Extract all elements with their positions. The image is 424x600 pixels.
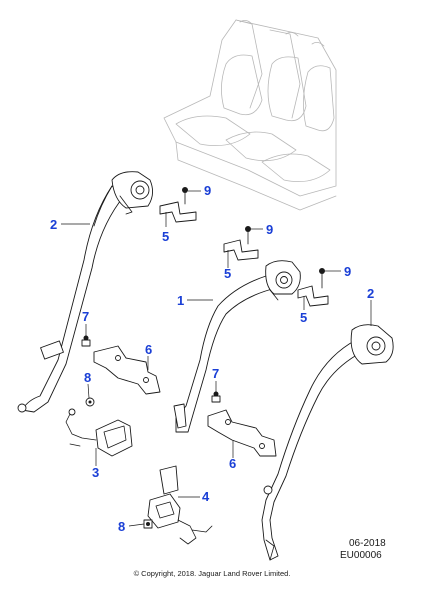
anchor-bracket-b bbox=[223, 226, 259, 261]
diagram-code: EU00006 bbox=[340, 550, 382, 561]
bolt-7b bbox=[211, 391, 221, 403]
callout-5-a: 5 bbox=[162, 229, 169, 244]
callout-2-right: 2 bbox=[367, 286, 374, 301]
callout-9-b: 9 bbox=[266, 222, 273, 237]
callout-1: 1 bbox=[177, 293, 184, 308]
callout-9-c: 9 bbox=[344, 264, 351, 279]
mounting-plate-right bbox=[207, 409, 277, 457]
callout-6-right: 6 bbox=[229, 456, 236, 471]
callout-3: 3 bbox=[92, 465, 99, 480]
callout-7-left: 7 bbox=[82, 309, 89, 324]
diagram-date: 06-2018 bbox=[349, 538, 386, 549]
callout-6-left: 6 bbox=[145, 342, 152, 357]
leader-lines bbox=[61, 190, 372, 527]
buckle-assembly bbox=[65, 397, 133, 457]
seat-belt-left bbox=[17, 171, 153, 413]
seat-belt-center bbox=[173, 260, 301, 433]
anchor-bracket-c bbox=[297, 268, 329, 307]
callout-8-bottom: 8 bbox=[118, 519, 125, 534]
callout-5-c: 5 bbox=[300, 310, 307, 325]
mounting-plate-left bbox=[93, 345, 161, 395]
callout-5-b: 5 bbox=[224, 266, 231, 281]
callout-9-a: 9 bbox=[204, 183, 211, 198]
callout-2-left: 2 bbox=[50, 217, 57, 232]
bolt-7a bbox=[81, 335, 91, 347]
callout-4: 4 bbox=[202, 489, 210, 504]
seat-belt-right bbox=[261, 324, 394, 561]
buckle-assembly-center bbox=[143, 465, 213, 545]
callout-7-right: 7 bbox=[212, 366, 219, 381]
anchor-bracket-a bbox=[159, 187, 197, 223]
callout-8-top: 8 bbox=[84, 370, 91, 385]
copyright-footer: © Copyright, 2018. Jaguar Land Rover Lim… bbox=[133, 569, 291, 578]
rear-seat-outline bbox=[163, 19, 337, 211]
